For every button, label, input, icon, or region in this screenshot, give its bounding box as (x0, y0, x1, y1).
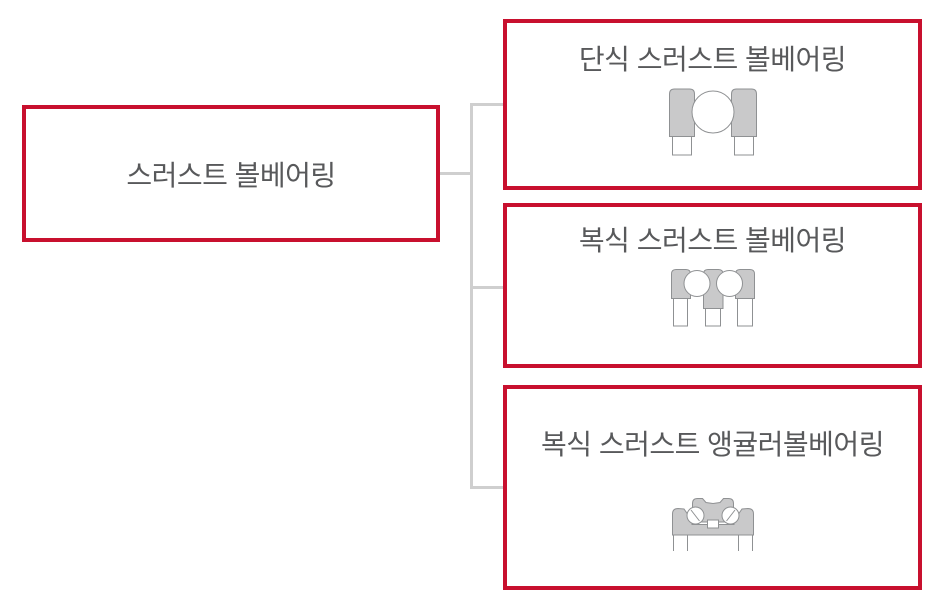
single-thrust-ball-bearing-icon (668, 88, 757, 156)
node-single-thrust-ball-bearing: 단식 스러스트 볼베어링 (503, 19, 922, 190)
connector-branch-1 (470, 103, 503, 106)
child-node-label: 복식 스러스트 앵귤러볼베어링 (541, 429, 884, 460)
connector-branch-3 (470, 486, 503, 489)
child-node-label: 단식 스러스트 볼베어링 (578, 44, 847, 75)
node-double-thrust-ball-bearing: 복식 스러스트 볼베어링 (503, 203, 922, 368)
child-node-label: 복식 스러스트 볼베어링 (578, 225, 847, 256)
root-node-label: 스러스트 볼베어링 (126, 159, 336, 191)
double-thrust-angular-ball-bearing-icon (671, 498, 754, 551)
connector-root-horizontal (440, 172, 471, 175)
double-thrust-ball-bearing-icon (670, 269, 755, 327)
connector-vertical-spine (470, 103, 473, 489)
node-thrust-ball-bearing: 스러스트 볼베어링 (22, 105, 440, 242)
connector-branch-2 (470, 286, 503, 289)
node-double-thrust-angular-ball-bearing: 복식 스러스트 앵귤러볼베어링 (503, 385, 922, 590)
